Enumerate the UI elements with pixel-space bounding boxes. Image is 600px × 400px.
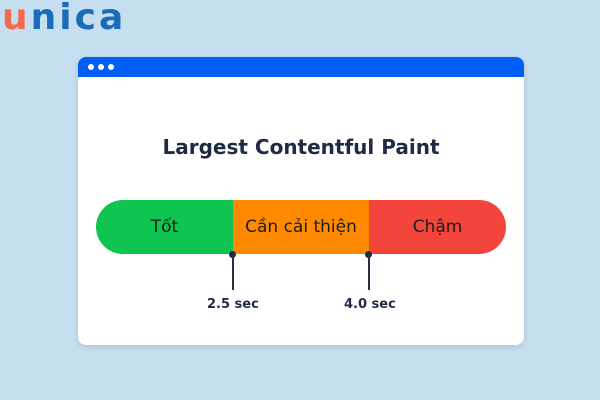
window-dot-icon bbox=[88, 64, 94, 70]
browser-window: Largest Contentful Paint Tốt Cần cải thi… bbox=[78, 57, 524, 345]
logo-text: nica bbox=[30, 0, 127, 38]
segment-good: Tốt bbox=[96, 200, 233, 254]
chart-title: Largest Contentful Paint bbox=[162, 135, 440, 159]
window-dot-icon bbox=[98, 64, 104, 70]
segment-needs-improvement: Cần cải thiện bbox=[233, 200, 369, 254]
window-titlebar bbox=[78, 57, 524, 77]
threshold-marker-line bbox=[232, 254, 234, 290]
unica-logo: unica bbox=[2, 0, 126, 40]
lcp-scale-bar: Tốt Cần cải thiện Chậm bbox=[96, 200, 506, 254]
threshold-label-4-0: 4.0 sec bbox=[344, 297, 396, 312]
logo-letter-u: u bbox=[2, 0, 31, 38]
threshold-marker-line bbox=[368, 254, 370, 290]
window-dot-icon bbox=[108, 64, 114, 70]
threshold-label-2-5: 2.5 sec bbox=[207, 297, 259, 312]
segment-poor: Chậm bbox=[369, 200, 506, 254]
